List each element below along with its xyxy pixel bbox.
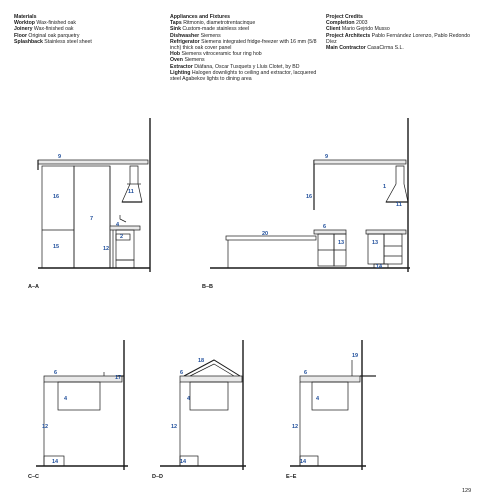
appliances-item: Refrigerator Siemens integrated fridge-f…: [170, 38, 317, 52]
callout-tag: 9: [325, 154, 328, 160]
callout-tag: 17: [115, 375, 121, 381]
materials-item: Joinery Wax-finished oak: [14, 26, 74, 33]
callout-tag: 14: [300, 459, 307, 465]
callout-tag: 14: [180, 459, 187, 465]
section-a-a-drawing: [37, 118, 151, 272]
section-b-b-drawing: [210, 118, 410, 272]
appliances-item: Lighting Halogen downlights to ceiling a…: [170, 69, 317, 83]
callout-tag: 4: [64, 396, 68, 402]
credits-item: Completion 2003: [326, 20, 368, 27]
appliances-item: Sink Custom-made stainless steel: [170, 26, 250, 33]
callout-tag: 11: [128, 189, 134, 195]
callout-tag: 12: [103, 246, 109, 252]
callout-tag: 1: [383, 184, 386, 190]
callout-tag: 6: [304, 370, 307, 376]
materials-item: Floor Original oak parquetry: [14, 32, 80, 39]
section-label-c-c: C–C: [28, 474, 39, 480]
callouts-b-b: 9 16 1 11 20 6 13 13 14: [262, 154, 402, 270]
section-d-d-drawing: [160, 340, 246, 470]
callout-tag: 13: [338, 240, 344, 246]
appliances-item: Hob Siemens vitroceramic four ring hob: [170, 51, 262, 58]
section-label-d-d: D–D: [152, 474, 163, 480]
credits-column: Project Credits Completion 2003 Client M…: [326, 14, 476, 51]
callout-tag: 11: [396, 202, 402, 208]
callouts-c-c: 6 17 4 12 14: [42, 370, 121, 465]
section-label-e-e: E–E: [286, 474, 297, 480]
callout-tag: 14: [376, 264, 383, 270]
callout-tag: 6: [323, 224, 326, 230]
section-label-a-a: A–A: [28, 284, 39, 290]
materials-heading: Materials: [14, 14, 37, 20]
section-label-b-b: B–B: [202, 284, 213, 290]
callout-tag: 12: [171, 424, 177, 430]
callout-tag: 7: [90, 216, 93, 222]
materials-item: Splashback Stainless steel sheet: [14, 38, 92, 45]
appliances-item: Dishwasher Siemens: [170, 32, 221, 39]
appliances-item: Oven Siemens: [170, 57, 205, 64]
section-c-c-drawing: [36, 340, 128, 470]
page-number: 129: [462, 488, 471, 494]
callouts-e-e: 19 6 4 12 14: [292, 353, 358, 465]
appliances-item: Taps Ritmonio, diametrotrentacinque: [170, 20, 256, 27]
credits-heading: Project Credits: [326, 14, 363, 20]
callout-tag: 12: [42, 424, 48, 430]
appliances-item: Extractor Diáfana, Oscar Tusquets y Llui…: [170, 63, 300, 70]
callout-tag: 9: [58, 154, 61, 160]
callout-tag: 6: [54, 370, 57, 376]
callout-tag: 6: [180, 370, 183, 376]
callout-tag: 2: [120, 234, 123, 240]
materials-column: Materials Worktop Wax-finished oak Joine…: [14, 14, 164, 45]
callout-tag: 19: [352, 353, 358, 359]
section-e-e-drawing: [290, 340, 376, 470]
callout-tag: 13: [372, 240, 378, 246]
credits-item: Main Contractor CasaCirma S.L.: [326, 45, 404, 52]
callout-tag: 15: [53, 244, 59, 250]
callout-tag: 14: [52, 459, 59, 465]
callout-tag: 20: [262, 231, 268, 237]
callout-tag: 18: [198, 358, 204, 364]
callouts-d-d: 18 6 4 12 14: [171, 358, 204, 465]
appliances-column: Appliances and Fixtures Taps Ritmonio, d…: [170, 14, 320, 82]
callout-tag: 4: [116, 222, 120, 228]
callout-tag: 4: [316, 396, 320, 402]
materials-item: Worktop Wax-finished oak: [14, 20, 77, 27]
callouts-a-a: 9 16 11 7 4 2 15 12: [53, 154, 134, 252]
credits-item: Project Architects Pablo Fernández Loren…: [326, 32, 471, 45]
credits-item: Client Mario Gejrido Musso: [326, 26, 390, 33]
callout-tag: 16: [306, 194, 312, 200]
callout-tag: 4: [187, 396, 191, 402]
callout-tag: 12: [292, 424, 298, 430]
appliances-heading: Appliances and Fixtures: [170, 14, 230, 20]
callout-tag: 16: [53, 194, 59, 200]
